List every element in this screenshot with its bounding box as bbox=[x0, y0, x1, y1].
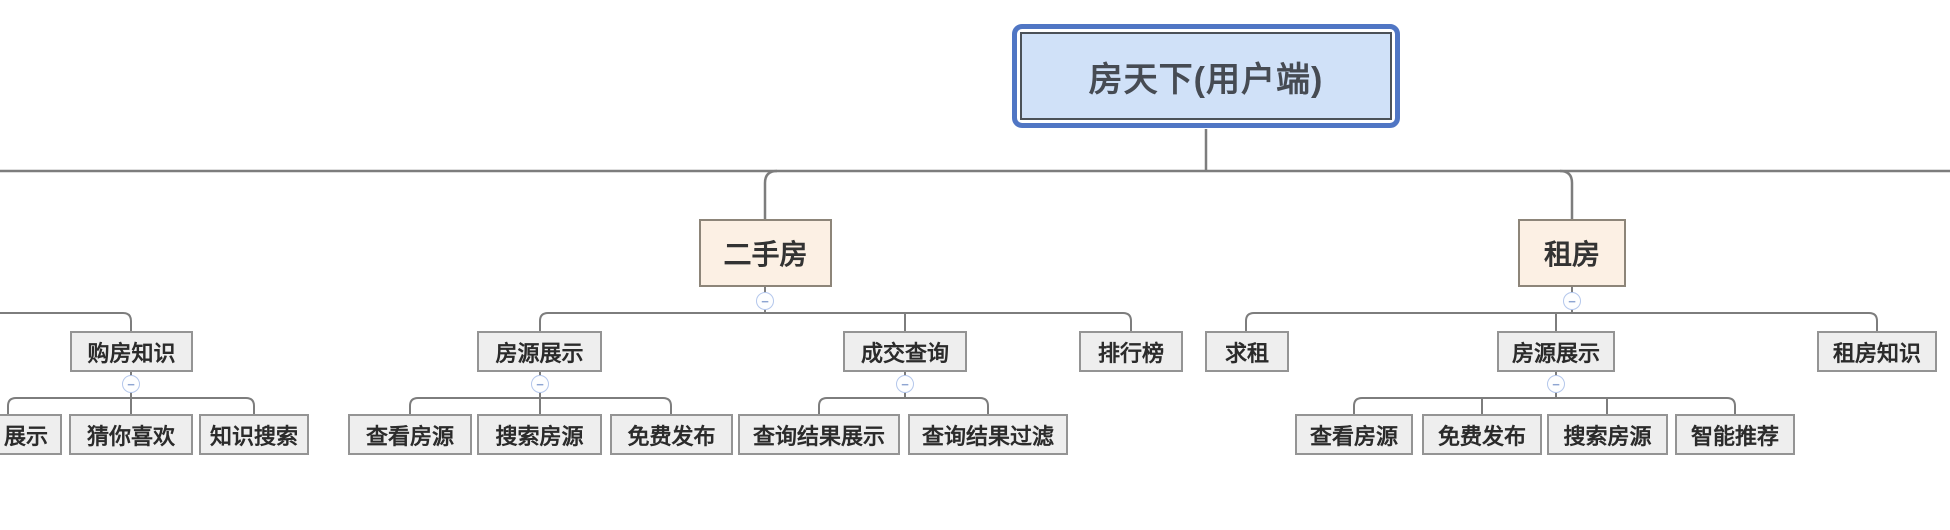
collapse-icon-secondhand[interactable]: − bbox=[756, 292, 774, 310]
node-view-listings-secondhand[interactable]: 查看房源 bbox=[348, 414, 472, 455]
node-search-listings-rental[interactable]: 搜索房源 bbox=[1547, 414, 1668, 455]
collapse-icon-transaction-query[interactable]: − bbox=[896, 375, 914, 393]
rail-transaction-query bbox=[818, 397, 989, 415]
node-listing-display-rental[interactable]: 房源展示 bbox=[1497, 331, 1615, 372]
node-free-posting-rental[interactable]: 免费发布 bbox=[1422, 414, 1542, 455]
branch-rental-housing[interactable]: 租房 bbox=[1518, 219, 1626, 287]
rail-secondhand bbox=[539, 312, 1132, 331]
node-homebuying-knowledge[interactable]: 购房知识 bbox=[70, 331, 193, 372]
node-display-truncated[interactable]: 展示 bbox=[0, 414, 62, 455]
node-guess-you-like[interactable]: 猜你喜欢 bbox=[69, 414, 193, 455]
rail-rental bbox=[1245, 312, 1878, 331]
rail-listing-display-rental bbox=[1353, 397, 1736, 415]
node-free-posting-secondhand[interactable]: 免费发布 bbox=[610, 414, 733, 455]
root-node-fangtianxia-user[interactable]: 房天下(用户端) bbox=[1012, 24, 1400, 128]
node-search-listings-secondhand[interactable]: 搜索房源 bbox=[477, 414, 602, 455]
collapse-icon-rental[interactable]: − bbox=[1563, 292, 1581, 310]
node-transaction-query[interactable]: 成交查询 bbox=[843, 331, 967, 372]
node-view-listings-rental[interactable]: 查看房源 bbox=[1295, 414, 1413, 455]
node-rent-seeking[interactable]: 求租 bbox=[1205, 331, 1289, 372]
node-ranking-list[interactable]: 排行榜 bbox=[1079, 331, 1183, 372]
node-query-result-display[interactable]: 查询结果展示 bbox=[738, 414, 900, 455]
node-listing-display-secondhand[interactable]: 房源展示 bbox=[477, 331, 602, 372]
collapse-icon-homebuying-knowledge[interactable]: − bbox=[122, 375, 140, 393]
rail-left-partial-branch bbox=[0, 312, 132, 331]
node-rental-knowledge[interactable]: 租房知识 bbox=[1817, 331, 1937, 372]
branch-secondhand-housing[interactable]: 二手房 bbox=[699, 219, 832, 287]
drop-secondhand bbox=[763, 169, 778, 219]
node-knowledge-search[interactable]: 知识搜索 bbox=[199, 414, 309, 455]
root-node-label: 房天下(用户端) bbox=[1020, 32, 1392, 120]
collapse-icon-listing-display-secondhand[interactable]: − bbox=[531, 375, 549, 393]
node-smart-recommendation[interactable]: 智能推荐 bbox=[1675, 414, 1795, 455]
node-query-result-filter[interactable]: 查询结果过滤 bbox=[908, 414, 1068, 455]
drop-rental bbox=[1559, 169, 1574, 219]
collapse-icon-listing-display-rental[interactable]: − bbox=[1547, 375, 1565, 393]
